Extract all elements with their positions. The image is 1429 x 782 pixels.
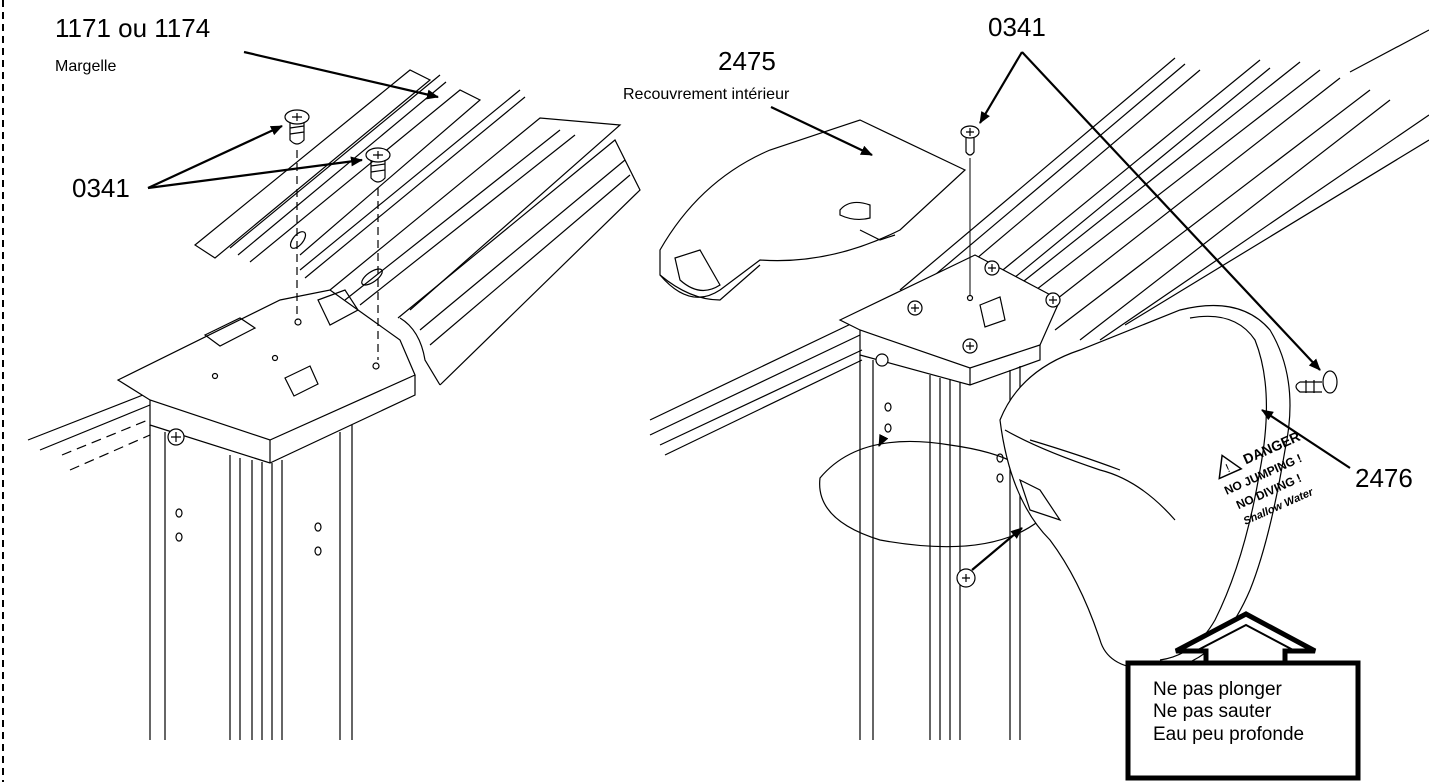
left-screw-1 [284,109,310,145]
warning-callout [1125,611,1361,781]
warning-callout-arrow [1174,611,1317,666]
warning-line-no-diving: Ne pas plonger [1153,679,1282,700]
label-screw-left: 0341 [72,173,130,203]
label-screw-right: 0341 [988,12,1046,42]
post-top-plate [116,289,416,464]
leader-0341-top [979,51,1023,124]
leader-margelle [243,50,439,100]
right-screw-top [960,125,980,156]
leader-0341-b [147,156,363,190]
outer-cap-2476 [999,304,1291,670]
label-cover: Recouvrement intérieur [623,86,790,103]
leader-2475 [770,106,873,156]
left-assembly [27,69,641,740]
right-post-top-plate [838,254,1061,386]
label-margelle: Margelle [55,58,117,75]
margelle-rail [193,69,641,386]
left-side-rail [27,392,151,471]
leader-2476 [1261,409,1351,469]
leader-side-hole [878,433,889,447]
right-assembly [649,29,1429,740]
left-screw-2 [365,147,391,183]
left-post [149,425,353,740]
warning-callout-box [1125,660,1361,781]
inner-cover-2475 [659,119,967,301]
warning-line-no-jumping: Ne pas sauter [1153,701,1272,723]
leader-0341-side [1021,51,1321,371]
warning-box-text: Ne pas plonger Ne pas sauter Eau peu pro… [1153,679,1304,746]
warning-line-shallow-water: Eau peu profonde [1153,723,1305,745]
right-screw-bottom [956,568,976,588]
leader-bottom-screw [971,527,1023,571]
svg-text:!: ! [1223,461,1232,475]
label-part-margelle: 1171 ou 1174 [55,13,211,43]
label-part-cap: 2476 [1355,463,1413,493]
right-leaders [770,51,1351,571]
warning-triangle-icon [1218,454,1243,480]
right-post [819,353,1044,740]
left-leaders [147,50,439,190]
right-screw-side [1295,370,1338,394]
leader-0341-a [147,125,283,189]
right-side-rail [649,321,863,456]
label-part-cover: 2475 [718,46,776,76]
